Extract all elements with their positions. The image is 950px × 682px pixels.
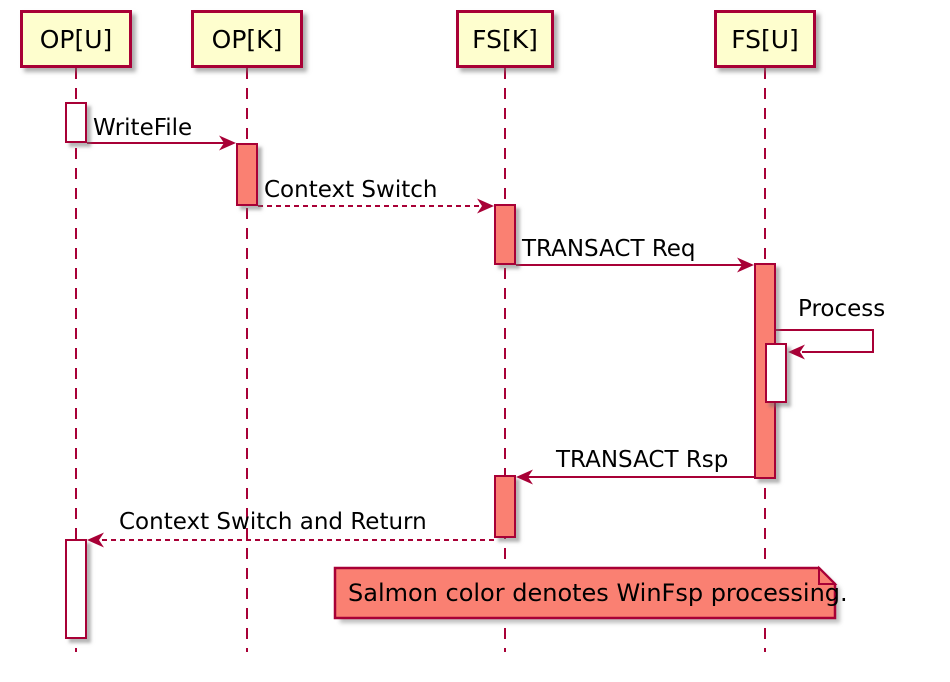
participant-fs-u: FS[U] [714, 10, 816, 68]
message-arrows [87, 135, 874, 548]
participant-label: FS[K] [472, 24, 538, 54]
note-fold-icon [818, 565, 838, 585]
note-text: Salmon color denotes WinFsp processing. [348, 579, 848, 607]
note-body [333, 566, 837, 620]
message-label-writefile: WriteFile [93, 115, 193, 141]
participant-label: OP[K] [211, 24, 283, 54]
lifelines [75, 68, 766, 652]
arrowhead-transact-req [737, 257, 754, 273]
message-label-process: Process [798, 296, 886, 322]
activation-fs-k-2 [494, 475, 516, 538]
activation-fs-u-nested [765, 343, 787, 403]
activation-fs-k-1 [494, 204, 516, 265]
note-shape [333, 565, 840, 623]
arrow-process-loop [776, 329, 874, 353]
participant-op-u: OP[U] [20, 10, 132, 68]
participant-label: OP[U] [39, 24, 113, 54]
participant-label: FS[U] [731, 24, 799, 54]
participant-fs-k: FS[K] [456, 10, 554, 68]
message-label-transact-rsp: TRANSACT Rsp [556, 447, 729, 473]
arrowhead-context-switch [477, 198, 494, 214]
arrowhead-process [788, 344, 805, 360]
activation-op-k [236, 143, 258, 206]
message-label-transact-req: TRANSACT Req [522, 236, 696, 262]
activation-op-u-2 [65, 539, 87, 639]
arrowhead-transact-rsp [516, 469, 533, 485]
message-label-context-switch-return: Context Switch and Return [119, 509, 427, 535]
activation-op-u-1 [65, 102, 87, 143]
arrowhead-writefile [219, 135, 236, 151]
arrowhead-context-switch-return [87, 532, 104, 548]
message-label-context-switch: Context Switch [264, 177, 438, 203]
participant-op-k: OP[K] [191, 10, 303, 68]
